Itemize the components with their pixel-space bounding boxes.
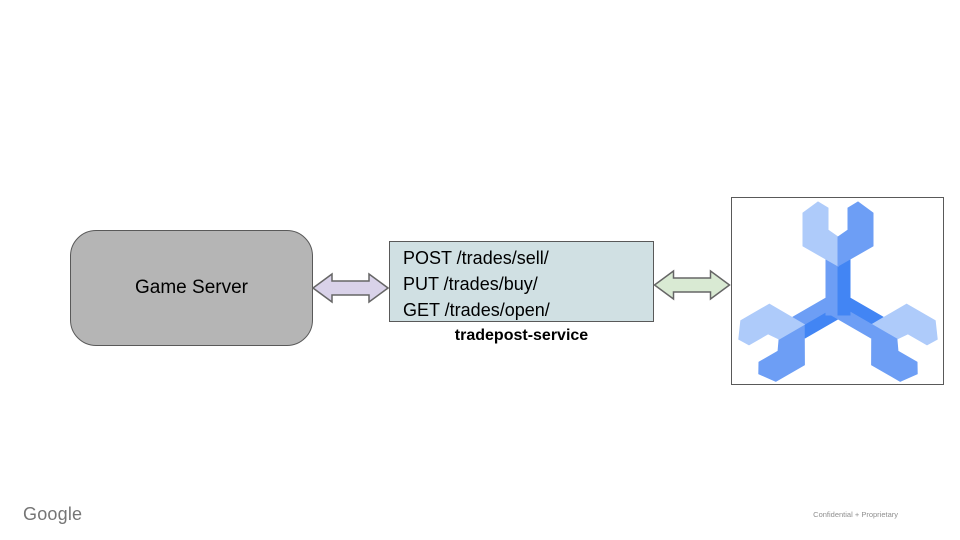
wrench-face <box>758 323 805 382</box>
endpoint-line-post: POST /trades/sell/ <box>403 248 549 268</box>
google-wordmark: Google <box>23 504 83 524</box>
service-endpoints-box: POST /trades/sell/ PUT /trades/buy/ GET … <box>389 241 654 322</box>
confidential-note: Confidential + Proprietary <box>813 510 898 519</box>
wrench-face <box>870 303 938 346</box>
game-server-label: Game Server <box>135 277 248 298</box>
wrench-face <box>802 201 839 267</box>
open-match-logo-box <box>731 197 944 385</box>
wrench-arm-top <box>802 201 874 316</box>
endpoint-line-get: GET /trades/open/ <box>403 300 550 320</box>
wrench-face <box>837 201 874 267</box>
service-name-label: tradepost-service <box>454 327 589 344</box>
wrench-face <box>837 259 851 316</box>
open-match-logo-icon <box>738 201 938 382</box>
endpoint-line-put: PUT /trades/buy/ <box>403 274 538 294</box>
game-server-box: Game Server <box>70 230 313 346</box>
wrench-face <box>825 259 839 316</box>
arrow-shape <box>312 272 389 304</box>
bidirectional-arrow-left-icon <box>312 272 389 304</box>
wrench-face <box>738 303 806 346</box>
arrow-shape <box>653 269 731 301</box>
wrench-face <box>871 323 918 382</box>
bidirectional-arrow-right-icon <box>653 269 731 301</box>
